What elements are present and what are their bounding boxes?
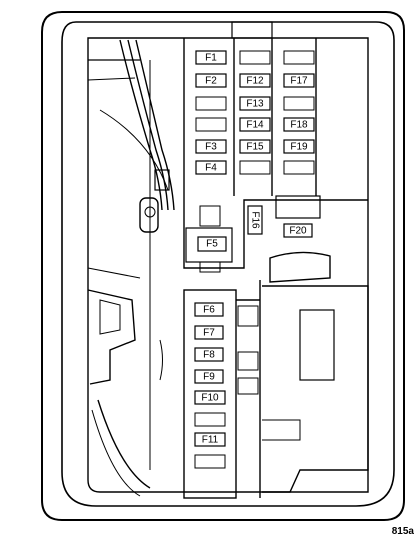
fuse-label-f13: F13: [246, 99, 264, 110]
fuse-f17: [283, 73, 315, 88]
fuse-f15: [239, 139, 271, 154]
fuse-label-f10: F10: [201, 393, 219, 404]
fuse-f16: [247, 205, 263, 235]
fuse-f9: [194, 369, 224, 384]
fuse-f19: [283, 139, 315, 154]
fuse-label-f2: F2: [205, 76, 217, 87]
fuse-label-f11: F11: [202, 435, 219, 446]
fuse-f12: [239, 73, 271, 88]
fuse-f13: [239, 96, 271, 111]
fuse-f20: [283, 223, 313, 238]
fuse-label-f8: F8: [203, 350, 215, 361]
lower-fuse-block: [183, 280, 261, 499]
right-connector-assembly: [262, 195, 369, 493]
fuse-label-f20: F20: [289, 226, 307, 237]
fuse-f14: [239, 117, 271, 132]
empty-fuse-slots: [194, 50, 315, 469]
reference-code: 815a: [391, 526, 414, 537]
fuse-label-f15: F15: [246, 142, 264, 153]
fuse-f5: [197, 236, 227, 252]
fuse-f2: [195, 73, 227, 88]
fuse-layout: F1 F2 F3 F4 F5 F6 F7 F8 F9 F10 F11 F12 F…: [194, 50, 315, 447]
fuse-f7: [194, 325, 224, 340]
housing-inner: [61, 21, 395, 507]
fuse-label-f1: F1: [205, 53, 217, 64]
fuse-label-f19: F19: [290, 142, 308, 153]
fuse-label-f7: F7: [203, 328, 215, 339]
fuse-f1: [195, 50, 227, 65]
fuse-f11: [194, 432, 226, 447]
fuse-f10: [194, 390, 226, 405]
upper-fuse-block: [183, 21, 368, 273]
fuse-label-f17: F17: [290, 76, 308, 87]
fuse-f4: [195, 160, 227, 175]
fuse-label-f5: F5: [206, 239, 218, 250]
fuse-label-f6: F6: [203, 305, 215, 316]
fuse-label-f14: F14: [246, 120, 264, 131]
left-bracket-assembly: [87, 39, 175, 497]
fuse-f18: [283, 117, 315, 132]
fuse-label-f3: F3: [205, 142, 217, 153]
fuse-f6: [194, 302, 224, 317]
fuse-f8: [194, 347, 224, 362]
fuse-label-f9: F9: [203, 372, 215, 383]
fuse-label-f12: F12: [246, 76, 264, 87]
fuse-label-f4: F4: [205, 163, 217, 174]
fuse-label-f16: F16: [249, 211, 260, 229]
fuse-label-f18: F18: [290, 120, 308, 131]
fuse-f3: [195, 139, 227, 154]
